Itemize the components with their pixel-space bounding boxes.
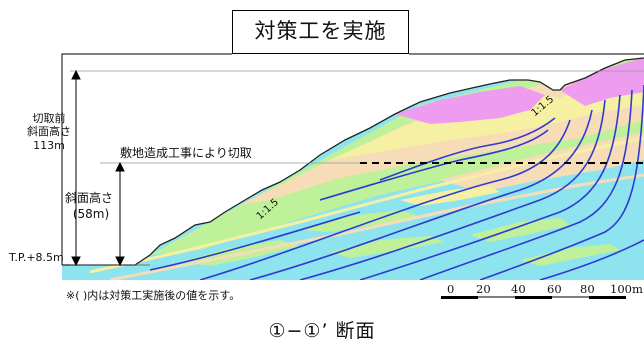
fault-line: [249, 109, 593, 280]
leader-line-left: [61, 53, 232, 265]
pink-strata-right: [560, 58, 644, 106]
scale-tick-label: 40: [511, 282, 526, 296]
slope-height-label: 斜面高さ: [64, 191, 113, 205]
scale-bar-segment: [441, 296, 478, 299]
before-height-value: 113m: [33, 139, 65, 152]
scale-tick-label: 60: [547, 282, 562, 296]
fault-line: [319, 129, 549, 201]
arrowhead-up: [71, 69, 81, 80]
slope-height-value: (58m): [72, 207, 110, 221]
scale-bar: [441, 296, 626, 299]
scale-tick-label: 20: [476, 282, 491, 296]
strata-band-1: [89, 136, 644, 274]
scale-tick-label: 0: [447, 282, 455, 296]
scale-bar-segment: [515, 296, 552, 299]
strata-band-2: [109, 173, 644, 280]
green-lens-4: [470, 218, 570, 242]
ground-surface-line: [62, 57, 644, 266]
section-caption: ①−①’ 断面: [268, 320, 376, 342]
arrowhead-down: [115, 256, 125, 267]
fault-line: [199, 119, 571, 280]
before-height-label-line1: 切取前: [32, 112, 66, 125]
green-lens-5: [520, 244, 620, 266]
tp-level-label: T.P.+8.5m: [9, 251, 64, 264]
scale-tick-label: 100m: [610, 282, 643, 296]
before-height-label-line2: 斜面高さ: [27, 125, 71, 138]
arrowhead-down: [71, 256, 81, 267]
arrowhead-up: [115, 161, 125, 172]
fault-line: [379, 117, 556, 181]
scale-bar-segment: [589, 296, 626, 299]
fault-lines: [149, 84, 644, 280]
scale-tick-label: 80: [580, 282, 595, 296]
fault-line: [149, 211, 361, 271]
dimension-arrows: [71, 69, 125, 267]
fault-line: [479, 84, 644, 280]
pink-strata-upper: [395, 86, 545, 124]
yellow-lens: [400, 186, 500, 206]
footnote: ※( )内は対策工実施後の値を示す。: [66, 289, 241, 302]
fault-line: [539, 239, 644, 280]
fault-line: [299, 99, 606, 280]
cut-note-label: 敷地造成工事により切取: [120, 146, 252, 160]
title-banner: 対策工を実施: [232, 10, 409, 54]
green-lens-3: [330, 236, 445, 258]
fault-line: [359, 94, 621, 280]
fault-line: [419, 89, 633, 280]
